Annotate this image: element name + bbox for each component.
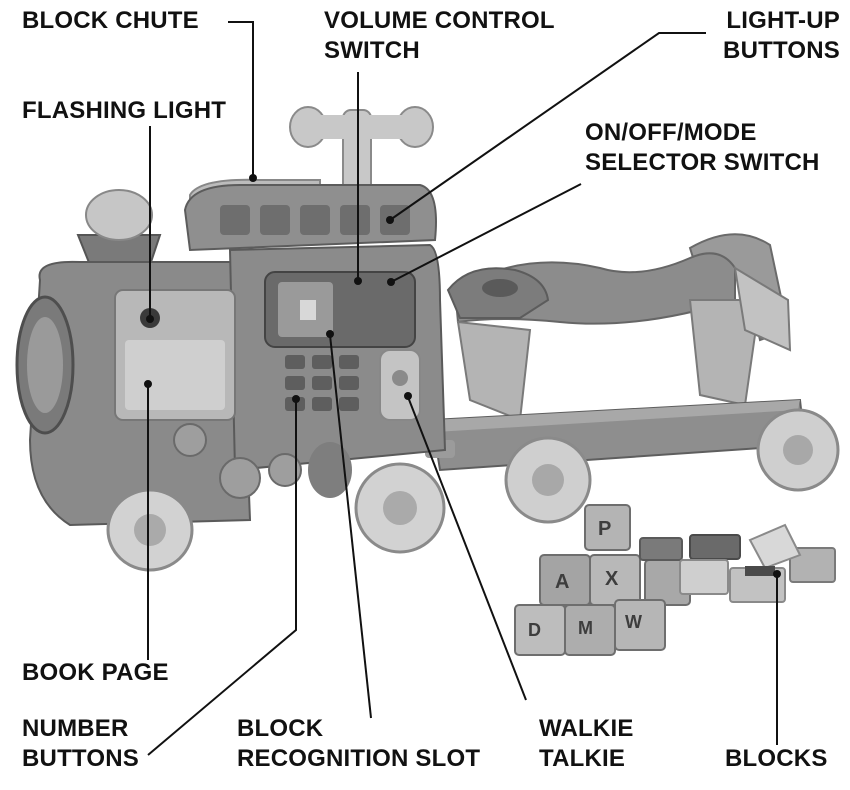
dot-number-buttons <box>292 395 300 403</box>
ride-on-seat <box>425 233 840 524</box>
label-blocks: BLOCKS <box>725 745 828 772</box>
dot-book-page <box>144 380 152 388</box>
block-letter-x: X <box>605 568 619 590</box>
dot-block-recognition <box>326 330 334 338</box>
label-book-page: BOOK PAGE <box>22 659 169 686</box>
dot-walkie-talkie <box>404 392 412 400</box>
block-letter-w: W <box>625 612 642 632</box>
label-flashing-light: FLASHING LIGHT <box>22 97 227 124</box>
label-block-chute: BLOCK CHUTE <box>22 7 199 34</box>
leader-light-up-buttons <box>389 32 706 221</box>
block-letter-m: M <box>578 618 593 638</box>
dot-flashing-light <box>146 315 154 323</box>
label-block-recognition-slot: BLOCK RECOGNITION SLOT <box>237 715 481 772</box>
label-volume-control-switch: VOLUME CONTROL SWITCH <box>324 7 555 64</box>
block-letter-p: P <box>598 518 611 540</box>
dot-light-up-buttons <box>386 216 394 224</box>
leader-dots <box>144 174 781 578</box>
leader-on-off-mode <box>390 183 582 283</box>
leader-walkie-talkie <box>407 396 527 701</box>
dot-blocks <box>773 570 781 578</box>
leader-block-recognition <box>329 334 372 719</box>
leader-number-buttons <box>147 400 297 756</box>
block-letters: P A X D M W <box>528 518 642 640</box>
block-letter-a: A <box>555 571 569 593</box>
train-engine <box>15 106 447 572</box>
leader-block-chute <box>228 21 254 176</box>
label-walkie-talkie: WALKIE TALKIE <box>539 715 634 772</box>
dot-volume-control <box>354 277 362 285</box>
label-number-buttons: NUMBER BUTTONS <box>22 715 139 772</box>
leader-lines <box>147 21 778 756</box>
label-on-off-mode-selector-switch: ON/OFF/MODE SELECTOR SWITCH <box>585 119 820 176</box>
dot-block-chute <box>249 174 257 182</box>
block-letter-d: D <box>528 620 541 640</box>
dot-on-off-mode <box>387 278 395 286</box>
label-light-up-buttons: LIGHT-UP BUTTONS <box>723 7 840 64</box>
blocks-pile <box>514 504 836 656</box>
